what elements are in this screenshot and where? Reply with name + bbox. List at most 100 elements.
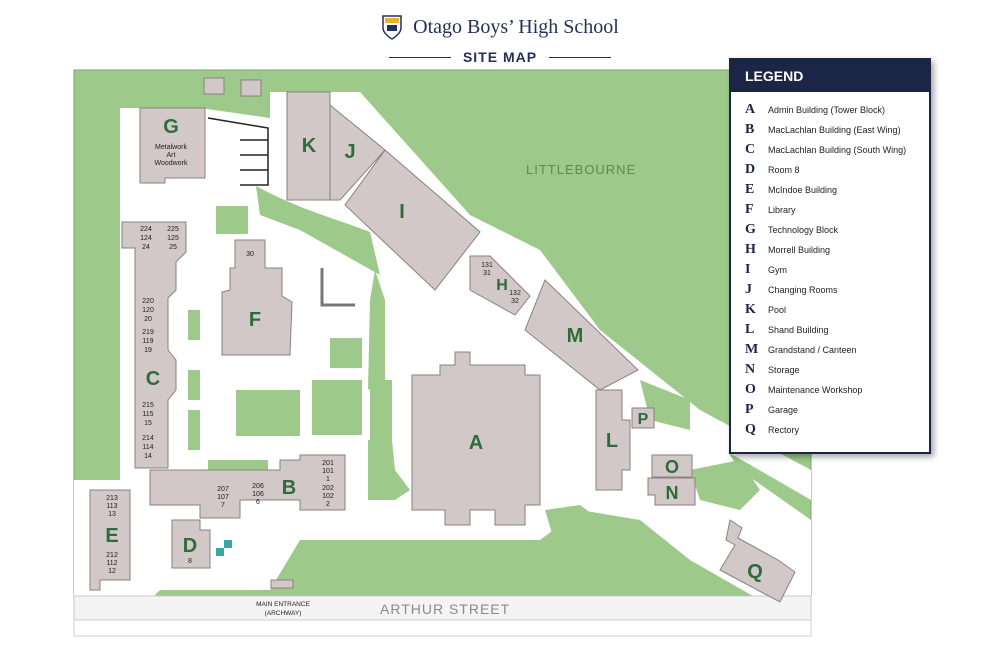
building-l[interactable]: L — [595, 389, 631, 491]
building-o[interactable]: O — [651, 454, 693, 478]
building-j-letter: J — [344, 141, 355, 163]
building-g-letter: G — [163, 116, 179, 138]
legend-key: M — [745, 342, 759, 357]
room-b-2: 2 — [326, 501, 330, 508]
room-h-1a: 131 — [481, 262, 493, 269]
legend-key: A — [745, 102, 756, 117]
map-title: Otago Boys’ High School SITE MAP — [0, 14, 1000, 65]
building-p[interactable]: P — [631, 407, 655, 429]
building-j[interactable]: J — [329, 103, 386, 201]
street-lower-edge — [73, 619, 812, 637]
legend-key: P — [745, 402, 754, 417]
room-b-1: 1 — [326, 476, 330, 483]
legend-key: H — [745, 242, 756, 257]
building-l-letter: L — [606, 430, 618, 452]
room-c-225: 225 — [167, 226, 179, 233]
school-name: Otago Boys’ High School — [413, 15, 619, 38]
room-c-215: 215 — [142, 402, 154, 409]
wall-corner — [320, 268, 355, 307]
legend-key: J — [745, 282, 752, 297]
littlebourne-label: LITTLEBOURNE — [526, 162, 636, 177]
legend-key: E — [745, 182, 755, 197]
main-entrance-sublabel: (ARCHWAY) — [265, 610, 302, 617]
legend-building-name: Library — [768, 205, 796, 215]
room-b-206: 206 — [252, 483, 264, 490]
room-e-112: 112 — [106, 560, 117, 567]
room-b-106: 106 — [252, 491, 264, 498]
room-c-124: 124 — [140, 235, 152, 242]
legend-title: LEGEND — [731, 60, 929, 92]
legend-building-name: Shand Building — [768, 325, 829, 335]
building-e[interactable]: E — [89, 489, 131, 591]
building-n[interactable]: N — [647, 477, 696, 506]
room-c-214: 214 — [142, 435, 154, 442]
legend-key: F — [745, 202, 754, 217]
footpath-east — [600, 490, 811, 630]
building-b-letter: B — [282, 477, 296, 499]
building-k[interactable]: K — [286, 91, 331, 201]
legend-item-n[interactable]: N Storage — [745, 360, 929, 380]
room-e-213: 213 — [106, 495, 118, 502]
legend-building-name: Room 8 — [768, 165, 800, 175]
legend-building-name: McIndoe Building — [768, 185, 838, 195]
building-g[interactable]: G Metalwork Art Woodwork — [139, 107, 206, 184]
legend-building-name: Garage — [768, 405, 799, 415]
legend-building-name: Storage — [768, 365, 800, 375]
building-d-letter: D — [183, 535, 197, 557]
legend-item-j[interactable]: J Changing Rooms — [745, 280, 929, 300]
legend-key: O — [745, 382, 756, 397]
legend-building-name: Grandstand / Canteen — [768, 345, 857, 355]
parking-bays — [207, 117, 269, 186]
room-c-119: 119 — [142, 338, 153, 345]
legend-building-name: Changing Rooms — [768, 285, 838, 295]
building-h[interactable]: H 131 31 132 32 — [469, 255, 531, 316]
building-g-use-1: Metalwork — [155, 144, 187, 151]
legend-item-f[interactable]: F Library — [745, 200, 929, 220]
building-p-letter: P — [638, 411, 649, 428]
building-q[interactable]: Q — [719, 519, 796, 603]
room-h-1b: 31 — [483, 270, 491, 277]
legend-item-o[interactable]: O Maintenance Workshop — [745, 380, 929, 400]
building-a[interactable]: A — [411, 351, 541, 526]
map-subtitle: SITE MAP — [462, 49, 538, 65]
legend-item-m[interactable]: M Grandstand / Canteen — [745, 340, 929, 360]
legend-key: N — [745, 362, 756, 377]
legend-building-name: Pool — [768, 305, 787, 315]
room-c-19: 19 — [144, 347, 152, 354]
room-c-20: 20 — [144, 316, 152, 323]
room-h-2b: 32 — [511, 298, 519, 305]
legend-building-name: Maintenance Workshop — [768, 385, 863, 395]
title-rule-left — [388, 56, 451, 58]
building-b[interactable]: B — [149, 454, 346, 519]
building-b-rooms: 207 107 7 206 106 6 201 101 1 202 102 2 — [217, 460, 334, 509]
legend-item-e[interactable]: E McIndoe Building — [745, 180, 929, 200]
room-e-13: 13 — [108, 511, 116, 518]
building-c[interactable]: C — [121, 221, 187, 469]
building-i[interactable]: I — [344, 149, 481, 291]
building-f[interactable]: F 30 — [221, 239, 293, 356]
room-c-115: 115 — [142, 411, 153, 418]
building-k-letter: K — [302, 135, 317, 157]
pool-blue-1 — [224, 540, 232, 548]
room-b-102: 102 — [322, 493, 334, 500]
room-b-6: 6 — [256, 499, 260, 506]
building-e-letter: E — [105, 525, 118, 547]
room-c-125: 125 — [167, 235, 179, 242]
legend-key: I — [745, 262, 751, 277]
building-d[interactable]: D 8 — [171, 519, 211, 569]
room-b-107: 107 — [217, 494, 229, 501]
legend-item-p[interactable]: P Garage — [745, 400, 929, 420]
